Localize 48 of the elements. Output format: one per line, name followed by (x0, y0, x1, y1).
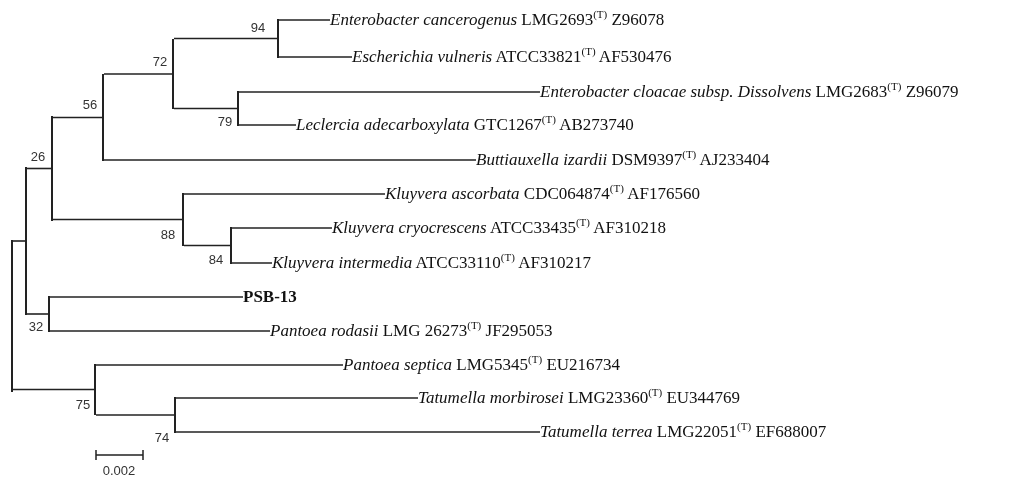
tree-branch (95, 414, 175, 416)
taxon-label: Tatumella terrea LMG22051$^{(T)}$ EF688007 (540, 423, 827, 441)
taxon-label: Tatumella morbirosei LMG23360$^{(T)}$ EU344769 (418, 389, 741, 407)
tree-branch (238, 91, 541, 93)
bootstrap-value: 84 (208, 253, 224, 267)
taxon-label: Pantoea rodasii LMG 26273$^{(T)}$ JF295053 (270, 322, 553, 340)
tree-branch (12, 240, 26, 242)
taxon-label: Kluyvera cryocrescens ATCC33435$^{(T)}$ AF310218 (332, 219, 667, 237)
tree-branch (183, 193, 386, 195)
taxon-label: Kluyvera intermedia ATCC33110$^{(T)}$ AF310217 (272, 254, 591, 272)
taxon-label: PSB-13 (243, 288, 297, 306)
taxon-label: Kluyvera ascorbata CDC064874$^{(T)}$ AF176560 (385, 185, 700, 203)
bootstrap-value: 74 (154, 431, 170, 445)
bootstrap-value: 94 (250, 21, 266, 35)
tree-branch (175, 431, 541, 433)
tree-branch (173, 107, 238, 110)
tree-branch (173, 37, 278, 40)
tree-branch (183, 244, 231, 247)
taxon-label: Leclercia adecarboxylata GTC1267$^{(T)}$ AB273740 (296, 116, 634, 134)
bootstrap-value: 75 (75, 398, 91, 412)
bootstrap-value: 56 (82, 98, 98, 112)
tree-branch (12, 388, 95, 391)
tree-branch (231, 227, 333, 229)
bootstrap-value: 32 (28, 320, 44, 334)
taxon-label: Pantoea septica LMG5345$^{(T)}$ EU216734 (343, 356, 621, 374)
tree-branch (52, 218, 183, 221)
tree-branch (26, 167, 52, 170)
tree-branch (278, 56, 353, 58)
bootstrap-value: 26 (30, 150, 46, 164)
tree-branch (95, 364, 344, 366)
tree-branch (238, 124, 297, 126)
tree-branch (49, 330, 271, 332)
tree-branch (103, 73, 173, 75)
tree-branch (49, 296, 244, 298)
taxon-label: Enterobacter cloacae subsp. Dissolvens LMG2683$^{(T)}$ Z96079 (540, 83, 959, 101)
tree-branch (103, 159, 477, 161)
tree-branch (231, 262, 273, 264)
bootstrap-value: 79 (217, 115, 233, 129)
bootstrap-value: 88 (160, 228, 176, 242)
taxon-label: Enterobacter cancerogenus LMG2693$^{(T)}$ Z96078 (330, 11, 665, 29)
bootstrap-value: 72 (152, 55, 168, 69)
scale-value: 0.002 (102, 462, 136, 478)
tree-branch (26, 313, 49, 315)
taxon-label: Escherichia vulneris ATCC33821$^{(T)}$ AF530476 (352, 48, 672, 66)
tree-branch (52, 116, 103, 119)
taxon-label: Buttiauxella izardii DSM9397$^{(T)}$ AJ233404 (476, 151, 770, 169)
tree-branch (278, 19, 331, 21)
tree-branch (175, 397, 419, 399)
